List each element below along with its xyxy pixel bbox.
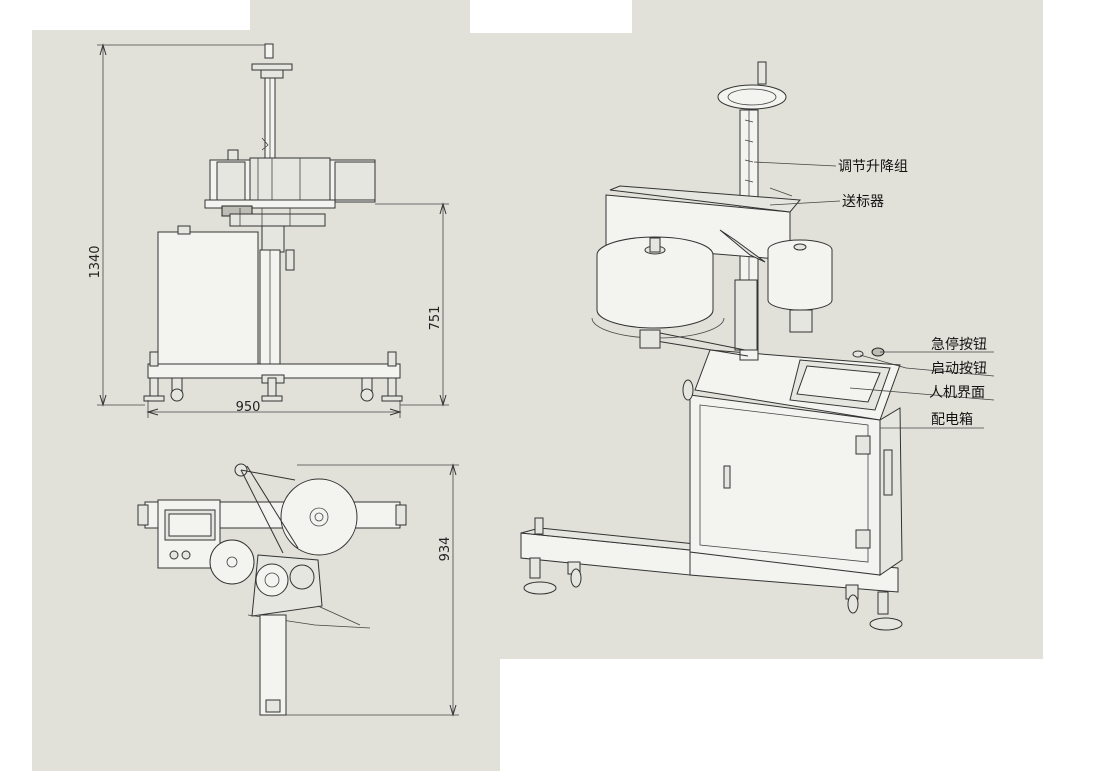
callouts: 调节升降组 送标器 急停按钮 启动按钮 人机界面 配电箱 — [753, 159, 995, 429]
dim-total-height: 1340 — [88, 245, 103, 278]
label-label-feeder: 送标器 — [842, 194, 884, 210]
front-view: 1340 751 950 — [88, 43, 449, 418]
label-hmi: 人机界面 — [929, 385, 985, 401]
label-lift-group: 调节升降组 — [838, 159, 908, 175]
label-control-box: 配电箱 — [931, 412, 973, 428]
top-view: 934 — [137, 463, 459, 717]
label-start-button: 启动按钮 — [931, 361, 987, 377]
drawing-panel-right-top — [632, 0, 1043, 33]
drawing-panel-left-strip — [250, 0, 470, 771]
drawing-panel-left-top — [32, 30, 250, 771]
dim-width: 950 — [236, 400, 261, 415]
isometric-view — [520, 61, 903, 631]
dim-table-height: 751 — [428, 306, 443, 331]
label-emergency-stop: 急停按钮 — [931, 336, 987, 353]
dim-depth: 934 — [438, 537, 453, 562]
